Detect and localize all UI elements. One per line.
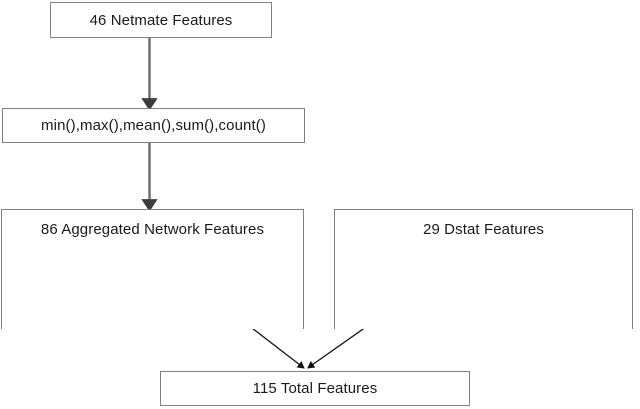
node-netmate-features-label: 46 Netmate Features <box>89 11 233 29</box>
node-dstat-features: 29 Dstat Features <box>334 209 633 329</box>
node-netmate-features: 46 Netmate Features <box>50 2 272 38</box>
node-total-features: 115 Total Features <box>160 371 470 406</box>
node-aggregation-functions-label: min(),max(),mean(),sum(),count() <box>41 117 266 134</box>
node-total-features-label: 115 Total Features <box>252 380 378 397</box>
node-aggregated-network-features: 86 Aggregated Network Features <box>1 209 304 329</box>
node-aggregation-functions: min(),max(),mean(),sum(),count() <box>2 108 305 143</box>
node-aggregated-network-features-label: 86 Aggregated Network Features <box>40 221 265 238</box>
node-dstat-features-label: 29 Dstat Features <box>423 221 544 238</box>
